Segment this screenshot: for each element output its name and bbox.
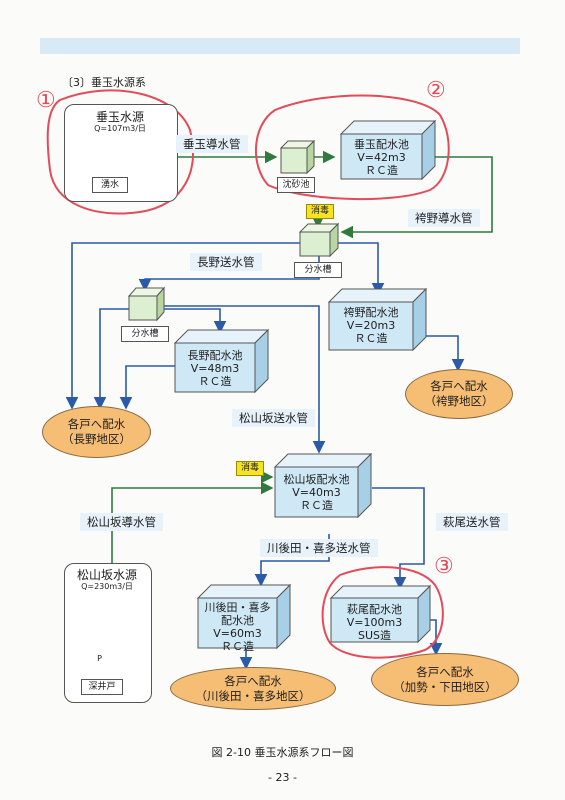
to-hakama-tank-line: [338, 242, 385, 296]
hagio-tank: [329, 584, 432, 644]
tarutama-tank: [339, 119, 437, 181]
matsuyama-tank-type: ＲＣ造: [300, 499, 333, 512]
pump-label: P: [97, 654, 102, 663]
hagio-tank-text: 萩尾配水池 V=100m3 SUS造: [331, 603, 418, 642]
matsuyama-supply-line: [160, 305, 326, 454]
delivery-hagio-line2: （加勢・下田地区）: [393, 679, 497, 694]
nagano-tank: [173, 328, 270, 394]
to-nagano-tank-line: [147, 308, 227, 334]
delivery-nagano: 各戸へ配水 （長野地区）: [42, 406, 151, 458]
kawagoda-tank: [196, 583, 292, 650]
tarutama-source-title: 垂玉水源: [95, 110, 144, 124]
spring-label: 湧水: [92, 177, 128, 193]
matsuyama-supply-label: 松山坂送水管: [232, 409, 315, 427]
tarutama-tank-name: 垂玉配水池: [354, 138, 409, 151]
page-number: - 23 -: [268, 771, 297, 784]
split-tank-b-cube: [127, 286, 166, 322]
conduit-lines: [111, 150, 493, 608]
delivery-kawagoda-line1: 各戸へ配水: [224, 673, 282, 688]
hakama-tank-name: 袴野配水池: [343, 306, 399, 319]
nagano-supply-label: 長野送水管: [190, 253, 262, 271]
matsuyama-tank-volume: V=40m3: [292, 486, 341, 499]
disinfection-tag-b: 消毒: [236, 461, 265, 476]
delivery-hakama-line1: 各戸へ配水: [430, 379, 488, 393]
marker-2: ②: [426, 78, 446, 103]
deep-well-label: 深井戸: [81, 679, 123, 695]
matsuyama-conduit-label: 松山坂導水管: [80, 513, 163, 531]
hakama-conduit-line: [340, 156, 493, 239]
delivery-hagio: 各戸へ配水 （加勢・下田地区）: [371, 653, 519, 706]
split-tank-b-label: 分水槽: [121, 326, 169, 342]
kawagoda-tank-volume: V=60m3: [213, 627, 262, 640]
tarutama-conduit-label: 垂玉導水管: [176, 135, 248, 153]
hagio-out-line: [428, 619, 443, 656]
nagano-tank-name: 長野配水池: [187, 349, 243, 362]
delivery-kawagoda-line2: （川後田・喜多地区）: [195, 688, 311, 703]
tarutama-tank-text: 垂玉配水池 V=42m3 ＲＣ造: [341, 138, 422, 177]
split-tank-a-cube: [298, 222, 340, 258]
tarutama-tank-volume: V=42m3: [357, 151, 406, 164]
hagio-supply-line: [372, 487, 425, 590]
highlight-circle-3: [321, 566, 444, 659]
matsuyama-tank-name: 松山坂配水池: [283, 473, 350, 486]
marker-3: ③: [434, 554, 454, 579]
kawagoda-tank-name-1: 川後田・喜多: [204, 601, 271, 614]
hagio-tank-name: 萩尾配水池: [347, 603, 402, 616]
header-band: [40, 38, 520, 54]
split-a-to-split-b-line: [138, 243, 320, 292]
matsuyama-conduit-line: [111, 481, 274, 608]
hakama-tank-volume: V=20m3: [346, 319, 396, 332]
delivery-hakama: 各戸へ配水 （袴野地区）: [405, 369, 513, 419]
delivery-hagio-line1: 各戸へ配水: [416, 664, 474, 679]
highlight-circles: [46, 89, 450, 659]
delivery-nagano-line2: （長野地区）: [62, 432, 131, 446]
split-a-to-nagano-line: [65, 242, 301, 410]
marker-1: ①: [36, 88, 56, 113]
kawagoda-tank-text: 川後田・喜多 配水池 V=60m3 ＲＣ造: [198, 601, 277, 653]
hakama-tank-text: 袴野配水池 V=20m3 ＲＣ造: [329, 306, 413, 345]
kawagoda-tank-type: ＲＣ造: [221, 640, 254, 653]
tarutama-tank-type: ＲＣ造: [365, 164, 398, 177]
settling-label: 沈砂池: [277, 177, 315, 193]
kawagoda-supply-label: 川後田・喜多送水管: [260, 539, 378, 557]
hagio-tank-volume: V=100m3: [346, 616, 403, 629]
highlight-circle-1: [46, 89, 194, 215]
kawagoda-tank-name-2: 配水池: [221, 614, 254, 627]
matsuyama-source-title: 松山坂水源: [76, 568, 137, 582]
matsuyama-tank: [273, 452, 373, 519]
supply-lines: [65, 242, 465, 670]
delivery-kawagoda: 各戸へ配水 （川後田・喜多地区）: [170, 667, 336, 710]
hagio-supply-label: 萩尾送水管: [436, 513, 508, 531]
section-title: 〔3〕垂玉水源系: [62, 76, 146, 89]
settling-cube: [279, 139, 316, 175]
split-tank-a-label: 分水槽: [294, 262, 342, 278]
nagano-tank-volume: V=48m3: [190, 362, 240, 375]
disinfection-tag-a: 消毒: [306, 204, 335, 219]
highlight-circle-2: [255, 94, 450, 201]
hakama-conduit-label: 袴野導水管: [408, 209, 480, 227]
matsuyama-source-capacity: Q=230m3/日: [81, 582, 133, 591]
hagio-tank-type: SUS造: [357, 629, 392, 642]
nagano-tank-out-line: [119, 365, 175, 410]
nagano-tank-text: 長野配水池 V=48m3 ＲＣ造: [175, 349, 255, 388]
matsuyama-tank-text: 松山坂配水池 V=40m3 ＲＣ造: [275, 473, 358, 512]
split-b-down-line: [93, 308, 130, 410]
hakama-tank: [327, 287, 428, 352]
hakama-tank-type: ＲＣ造: [354, 332, 388, 345]
figure-caption: 図 2-10 垂玉水源系フロー図: [211, 746, 354, 759]
nagano-tank-type: ＲＣ造: [198, 375, 232, 388]
tarutama-source-capacity: Q=107m3/日: [94, 124, 146, 133]
delivery-hakama-line2: （袴野地区）: [424, 394, 494, 408]
reservoir-tanks: [173, 119, 437, 650]
delivery-nagano-line1: 各戸へ配水: [67, 417, 126, 431]
